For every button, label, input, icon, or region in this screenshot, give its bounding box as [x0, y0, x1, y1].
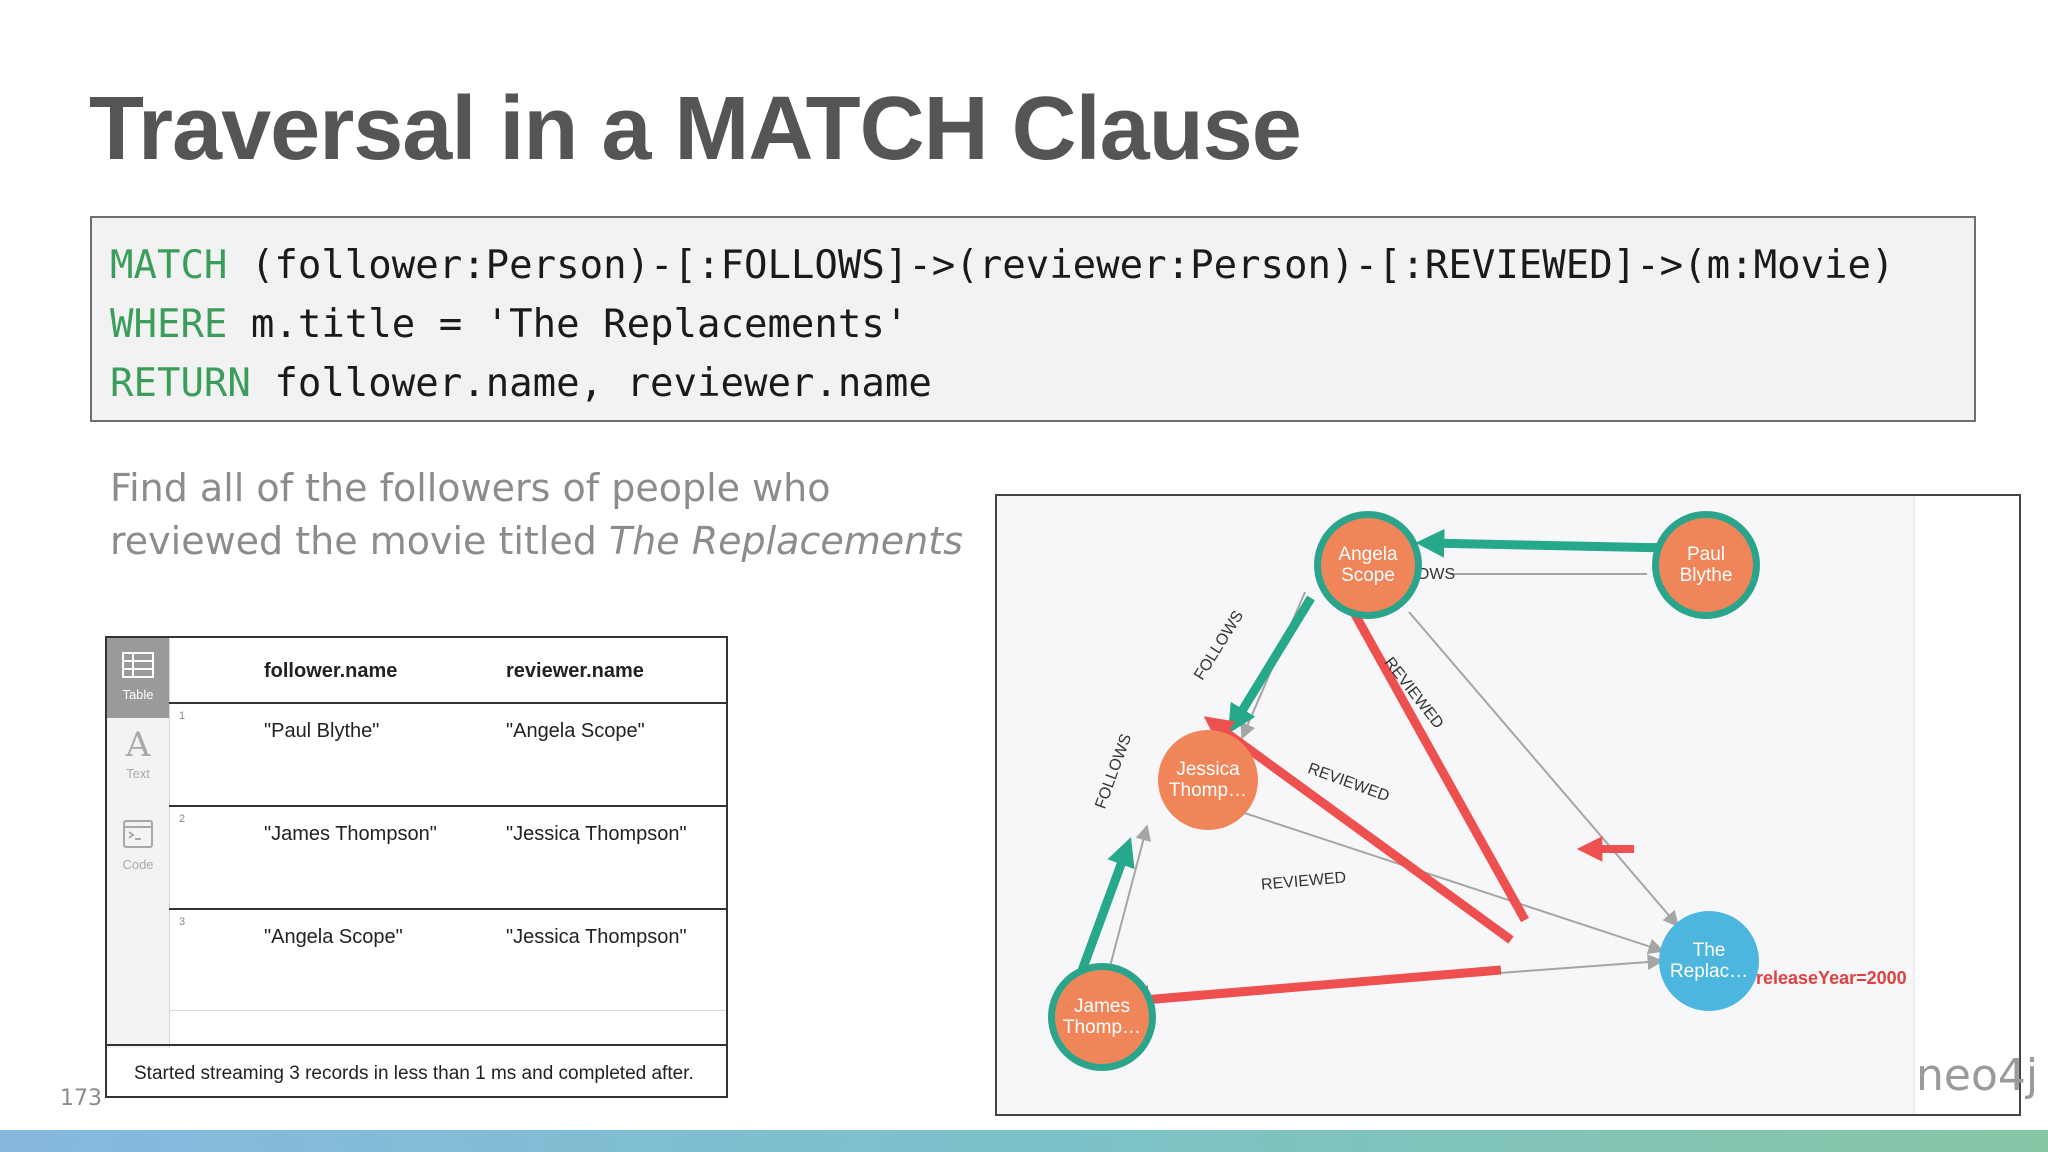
movie-title-italic: The Replacements — [608, 519, 963, 563]
cell-follower-name[interactable]: "Paul Blythe" — [264, 720, 380, 742]
row-number: 1 — [179, 710, 186, 722]
code-text: (follower:Person)-[:FOLLOWS]->(reviewer:… — [227, 243, 1895, 288]
text-icon: A — [125, 725, 151, 765]
node-label: Jessica — [1176, 759, 1240, 780]
node-label: The — [1693, 940, 1726, 961]
footer-gradient-bar — [0, 1130, 2048, 1152]
property-annotation: releaseYear=2000 — [1756, 968, 1907, 988]
highlight-reviewed-arrow — [1203, 716, 1514, 944]
view-table-label: Table — [122, 687, 154, 702]
slide-description: Find all of the followers of people who … — [110, 462, 1010, 568]
query-status-bar: Started streaming 3 records in less than… — [107, 1044, 726, 1096]
node-james-thompson[interactable]: James Thomp… — [1048, 963, 1156, 1071]
code-keyword: MATCH — [110, 243, 228, 288]
row-number: 3 — [179, 916, 186, 928]
highlight-reviewed-arrow — [1120, 965, 1502, 1014]
node-label: Paul — [1687, 544, 1725, 565]
graph-visualization-panel: FOLLOWS FOLLOWS FOLLOWS REVIEWED REVIEWE… — [995, 494, 2038, 1116]
code-icon — [123, 820, 153, 848]
cell-reviewer-name[interactable]: "Jessica Thompson" — [506, 926, 687, 948]
edge-angela-reviewed-movie — [1408, 611, 1680, 928]
header-divider — [169, 702, 726, 704]
row-number: 2 — [179, 813, 186, 825]
node-the-replacements[interactable]: The Replac… — [1659, 911, 1759, 1011]
node-angela-scope[interactable]: Angela Scope — [1314, 511, 1422, 619]
highlight-follows-arrow — [1075, 837, 1135, 978]
code-keyword: RETURN — [110, 361, 251, 406]
view-text-button[interactable]: A Text — [107, 722, 169, 802]
view-table-button[interactable]: Table — [107, 638, 169, 718]
column-header-follower: follower.name — [264, 660, 398, 682]
row-divider — [169, 805, 726, 807]
row-divider — [169, 1010, 726, 1011]
node-label: James — [1074, 996, 1130, 1017]
node-label: Replac… — [1670, 961, 1748, 982]
code-line-match: MATCH (follower:Person)-[:FOLLOWS]->(rev… — [110, 236, 1974, 295]
table-icon — [122, 652, 154, 678]
description-line-2: reviewed the movie titled The Replacemen… — [110, 515, 1010, 568]
cell-reviewer-name[interactable]: "Angela Scope" — [506, 720, 645, 742]
row-divider — [169, 908, 726, 910]
node-paul-blythe[interactable]: Paul Blythe — [1652, 511, 1760, 619]
code-text: follower.name, reviewer.name — [250, 361, 932, 406]
view-code-label: Code — [122, 857, 154, 872]
neo4j-logo: neo4j — [1916, 1050, 2038, 1101]
view-text-label: Text — [126, 766, 150, 781]
code-line-where: WHERE m.title = 'The Replacements' — [110, 295, 1974, 354]
node-jessica-thompson[interactable]: Jessica Thomp… — [1158, 730, 1258, 830]
slide-number: 173 — [60, 1086, 102, 1111]
highlighted-path — [1075, 528, 1674, 1014]
code-text: m.title = 'The Replacements' — [227, 302, 909, 347]
view-code-button[interactable]: Code — [107, 810, 169, 890]
highlight-follows-arrow — [1415, 528, 1674, 558]
highlight-reviewed-arrow — [1331, 571, 1529, 923]
graph-canvas[interactable]: FOLLOWS FOLLOWS FOLLOWS REVIEWED REVIEWE… — [997, 496, 2038, 1114]
code-keyword: WHERE — [110, 302, 228, 347]
cell-reviewer-name[interactable]: "Jessica Thompson" — [506, 823, 687, 845]
node-label: Thomp… — [1063, 1017, 1141, 1038]
cypher-code-block: MATCH (follower:Person)-[:FOLLOWS]->(rev… — [90, 216, 1976, 422]
node-label: Scope — [1341, 565, 1395, 586]
edge-jessica-reviewed-movie — [1201, 798, 1665, 955]
view-mode-sidebar: Table A Text Code — [107, 638, 170, 1048]
cell-follower-name[interactable]: "James Thompson" — [264, 823, 437, 845]
column-header-reviewer: reviewer.name — [506, 660, 644, 682]
result-table-panel: Table A Text Code follower.name reviewer… — [105, 636, 728, 1098]
description-line-1: Find all of the followers of people who — [110, 466, 831, 510]
node-label: Thomp… — [1169, 780, 1247, 801]
slide-title: Traversal in a MATCH Clause — [89, 79, 1302, 179]
description-text: reviewed the movie titled — [110, 519, 609, 563]
node-label: Blythe — [1680, 565, 1733, 586]
highlight-follows-arrow — [1227, 595, 1315, 734]
code-line-return: RETURN follower.name, reviewer.name — [110, 354, 1974, 413]
cell-follower-name[interactable]: "Angela Scope" — [264, 926, 403, 948]
node-label: Angela — [1338, 544, 1398, 565]
